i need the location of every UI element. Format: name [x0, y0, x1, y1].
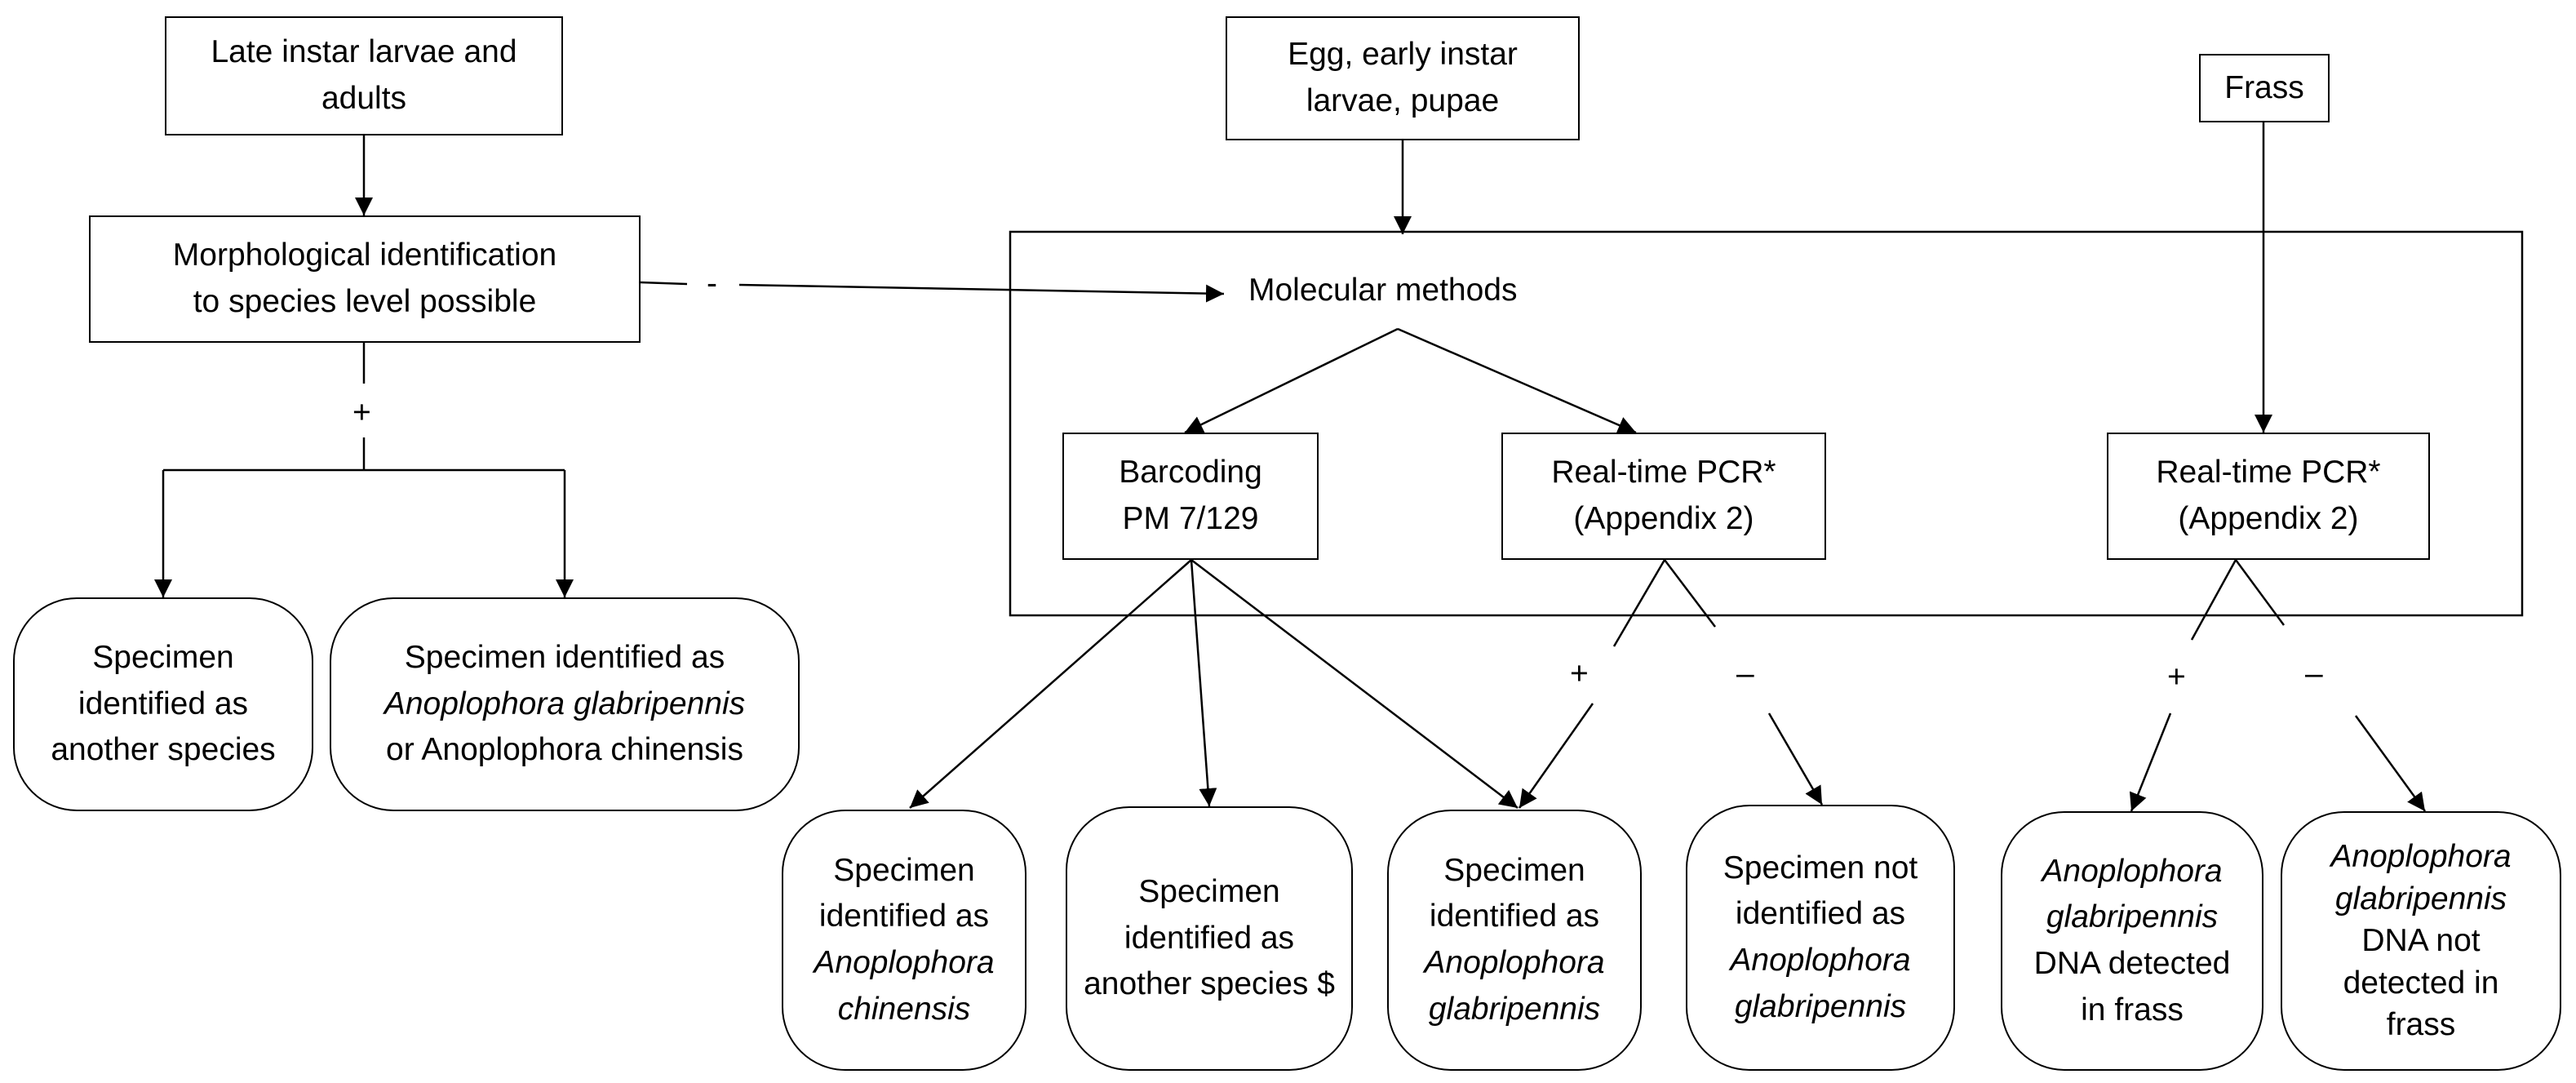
glab-or-chin-line-3: or Anoplophora chinensis: [386, 732, 743, 768]
line-pcr-mid-plus-a: [1612, 559, 1666, 647]
not-glab-line-3: Anoplophora: [1730, 943, 1911, 978]
pcr-mid-line-2: (Appendix 2): [1573, 501, 1754, 536]
another-mid-line-1: Specimen: [1138, 874, 1280, 910]
glab-mid-line-1: Specimen: [1443, 852, 1585, 888]
dna-detected-line-1: Anoplophora: [2042, 853, 2223, 889]
morphological-identification-box: Morphological identification to species …: [89, 215, 641, 343]
glab-mid-line-2: identified as: [1429, 899, 1600, 934]
another-left-line-3: another species: [51, 732, 276, 768]
glab-or-chin-line-2: Anoplophora glabripennis: [384, 686, 746, 721]
frass-label: Frass: [2224, 69, 2304, 105]
dna-detected-line-4: in frass: [2081, 992, 2184, 1028]
dna-not-detected-line-2: glabripennis: [2334, 881, 2507, 917]
dna-detected-line-3: DNA detected: [2033, 946, 2231, 981]
barcoding-line-2: PM 7/129: [1122, 501, 1259, 536]
arrow-barcoding-to-chinensis: [909, 559, 1192, 809]
not-glab-line-2: identified as: [1735, 896, 1906, 932]
molecular-methods-label: Molecular methods: [1248, 273, 1518, 308]
late-instar-box: Late instar larvae and adults: [165, 16, 563, 135]
arrow-pcr-right-plus: [2129, 712, 2172, 812]
arrow-pcr-mid-plus: [1518, 703, 1594, 809]
outcome-chinensis: Specimen identified as Anoplophora chine…: [782, 810, 1026, 1071]
egg-early-instar-box: Egg, early instar larvae, pupae: [1226, 16, 1580, 140]
arrow-barcoding-to-glab: [1190, 559, 1519, 809]
dna-not-detected-line-1: Anoplophora: [2330, 839, 2512, 875]
line-pcr-right-plus-a: [2190, 559, 2237, 641]
outcome-dna-not-detected: Anoplophora glabripennis DNA not detecte…: [2281, 811, 2561, 1071]
outcome-not-glabripennis: Specimen not identified as Anoplophora g…: [1686, 805, 1955, 1071]
barcoding-line-1: Barcoding: [1119, 455, 1262, 490]
pcr-mid-line-1: Real-time PCR*: [1551, 455, 1776, 490]
line-pcr-mid-minus-a: [1664, 559, 1716, 628]
line-pcr-right-minus-a: [2234, 559, 2286, 626]
frass-box: Frass: [2199, 54, 2330, 122]
outcome-glabripennis: Specimen identified as Anoplophora glabr…: [1387, 810, 1642, 1071]
dna-not-detected-line-5: frass: [2386, 1007, 2456, 1043]
arrow-morph-to-molecular-a: [640, 281, 688, 286]
arrow-pcr-mid-minus: [1767, 712, 1824, 806]
molecular-methods-frame: [1009, 230, 2524, 617]
morph-line-1: Morphological identification: [172, 237, 557, 273]
realtime-pcr-mid-box: Real-time PCR* (Appendix 2): [1501, 433, 1826, 560]
chinensis-line-2: identified as: [818, 899, 990, 934]
another-mid-line-2: identified as: [1124, 920, 1295, 956]
outcome-glabripennis-or-chinensis: Specimen identified as Anoplophora glabr…: [330, 597, 800, 811]
glab-or-chin-line-1: Specimen identified as: [404, 640, 725, 676]
pcr-right-plus-label: +: [2167, 659, 2186, 695]
egg-early-line-1: Egg, early instar: [1288, 37, 1518, 73]
outcome-another-species-left: Specimen identified as another species: [13, 597, 313, 811]
pcr-mid-minus-label: –: [1736, 656, 1754, 691]
dna-not-detected-line-4: detected in: [2343, 965, 2499, 1001]
pcr-right-minus-label: –: [2305, 656, 2323, 691]
chinensis-line-4: chinensis: [837, 991, 971, 1027]
glab-mid-line-3: Anoplophora: [1424, 945, 1605, 980]
late-instar-line-2: adults: [321, 81, 407, 116]
morph-plus-label: +: [352, 395, 371, 430]
not-glab-line-4: glabripennis: [1734, 988, 1907, 1024]
dna-not-detected-line-3: DNA not: [2361, 923, 2481, 959]
barcoding-box: Barcoding PM 7/129: [1062, 433, 1319, 560]
arrow-pcr-right-minus: [2354, 715, 2427, 812]
another-mid-line-3: another species $: [1084, 966, 1335, 1002]
late-instar-line-1: Late instar larvae and: [211, 34, 517, 70]
morph-minus-label: -: [707, 266, 717, 301]
chinensis-line-3: Anoplophora: [814, 945, 995, 980]
arrow-molecular-to-pcr-mid: [1397, 327, 1637, 434]
chinensis-line-1: Specimen: [833, 852, 975, 888]
another-left-line-1: Specimen: [92, 640, 234, 676]
arrow-morph-to-molecular-b: [738, 283, 1225, 303]
pcr-right-line-1: Real-time PCR*: [2156, 455, 2381, 490]
pcr-right-line-2: (Appendix 2): [2178, 501, 2359, 536]
morph-line-2: to species level possible: [193, 284, 537, 319]
pcr-mid-plus-label: +: [1570, 656, 1589, 691]
arrow-barcoding-to-another: [1190, 559, 1217, 807]
dna-detected-line-2: glabripennis: [2046, 899, 2219, 935]
outcome-another-species-mid: Specimen identified as another species $: [1066, 806, 1353, 1071]
not-glab-line-1: Specimen not: [1723, 850, 1918, 885]
outcome-dna-detected: Anoplophora glabripennis DNA detected in…: [2001, 811, 2263, 1071]
arrow-molecular-to-barcoding: [1184, 327, 1399, 434]
egg-early-line-2: larvae, pupae: [1306, 83, 1500, 118]
another-left-line-2: identified as: [78, 686, 249, 721]
glab-mid-line-4: glabripennis: [1428, 991, 1601, 1027]
realtime-pcr-right-box: Real-time PCR* (Appendix 2): [2107, 433, 2430, 560]
